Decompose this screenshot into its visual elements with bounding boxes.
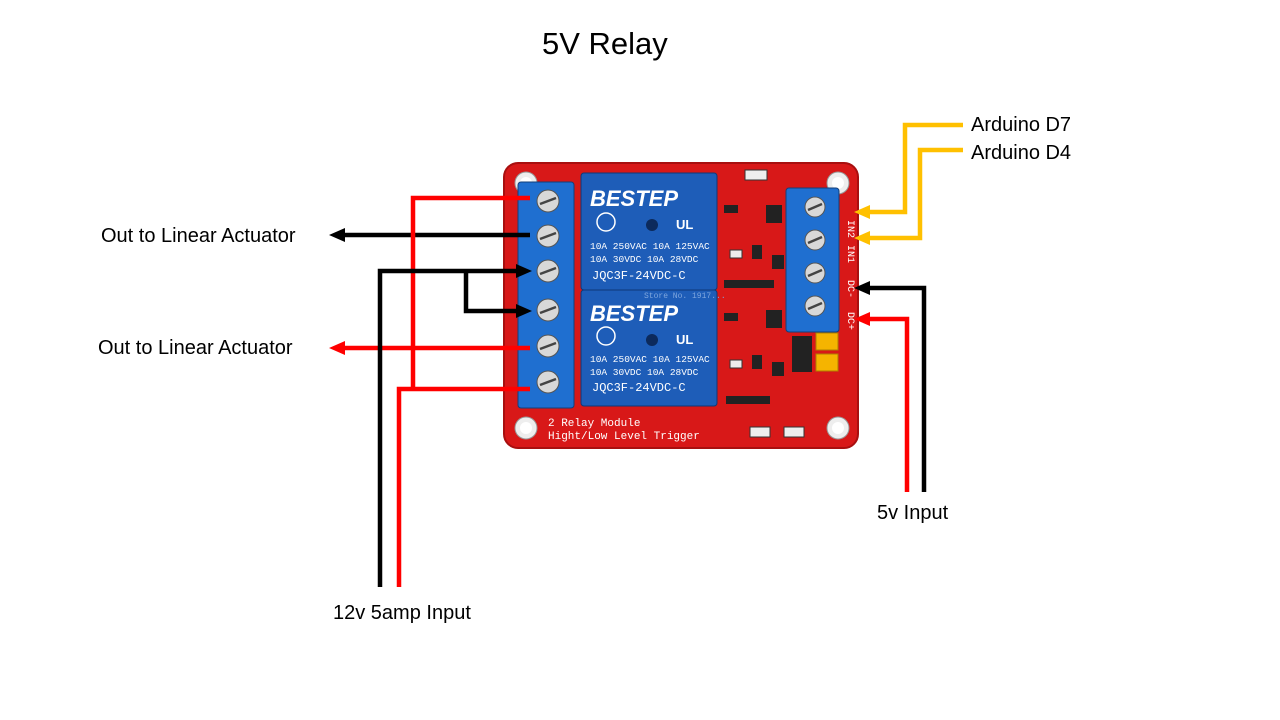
wire-12v-negative xyxy=(377,268,516,587)
arrowhead-output-top xyxy=(329,228,345,242)
label-12v-input: 12v 5amp Input xyxy=(333,602,471,624)
pin-label-in1: IN1 xyxy=(844,245,855,263)
label-arduino-d4: Arduino D4 xyxy=(971,142,1072,164)
wire-arduino-d7 xyxy=(870,122,963,215)
pin-label-dc-minus: DC- xyxy=(844,280,855,298)
store-mark: Store No. 1917... xyxy=(644,292,726,301)
relay-top-rating-2: 10A 30VDC 10A 28VDC xyxy=(590,254,699,265)
smd-components xyxy=(724,169,805,438)
terminal-screw xyxy=(536,189,560,213)
relay-top-rating-1: 10A 250VAC 10A 125VAC xyxy=(590,241,710,252)
wire-arduino-d4 xyxy=(870,147,963,241)
arrowhead-dc-minus xyxy=(854,281,870,295)
arrowhead-output-bottom xyxy=(329,341,345,355)
arrowhead-12v-bottom xyxy=(516,304,532,318)
pin-label-dc-plus: DC+ xyxy=(844,312,855,330)
svg-text:UL: UL xyxy=(676,217,693,232)
relay-bottom-model: JQC3F-24VDC-C xyxy=(592,381,686,395)
relay-bottom: Store No. 1917... BESTEP UL 10A 250VAC 1… xyxy=(580,289,726,407)
svg-text:UL: UL xyxy=(676,332,693,347)
arrowhead-d7 xyxy=(854,205,870,219)
label-out-actuator-bottom: Out to Linear Actuator xyxy=(98,337,293,359)
label-arduino-d7: Arduino D7 xyxy=(971,114,1072,136)
trigger-jumpers xyxy=(792,332,839,372)
diagram-title: 5V Relay xyxy=(542,26,668,61)
terminal-screw xyxy=(536,334,560,358)
module-trigger-text: Hight/Low Level Trigger xyxy=(548,431,700,443)
terminal-screw xyxy=(804,196,826,218)
output-terminal-block xyxy=(517,181,575,409)
arrowhead-12v-top xyxy=(516,264,532,278)
relay-bottom-rating-1: 10A 250VAC 10A 125VAC xyxy=(590,354,710,365)
label-5v-input: 5v Input xyxy=(877,502,949,524)
wire-5v-positive xyxy=(870,316,910,492)
terminal-screw xyxy=(804,262,826,284)
relay-top-model: JQC3F-24VDC-C xyxy=(592,269,686,283)
relay-bottom-brand: BESTEP xyxy=(590,301,678,326)
relay-module-board: BESTEP UL 10A 250VAC 10A 125VAC 10A 30VD… xyxy=(503,162,859,449)
terminal-screw xyxy=(536,370,560,394)
relay-top: BESTEP UL 10A 250VAC 10A 125VAC 10A 30VD… xyxy=(580,172,718,291)
pin-label-in2: IN2 xyxy=(844,220,855,238)
label-out-actuator-top: Out to Linear Actuator xyxy=(101,225,296,247)
terminal-screw xyxy=(804,295,826,317)
wire-5v-negative xyxy=(870,285,927,492)
arrowhead-d4 xyxy=(854,231,870,245)
wire-12v-positive xyxy=(396,195,530,587)
relay-top-brand: BESTEP xyxy=(590,186,678,211)
control-terminal-block xyxy=(785,187,840,333)
relay-bottom-rating-2: 10A 30VDC 10A 28VDC xyxy=(590,367,699,378)
arrowhead-dc-plus xyxy=(854,312,870,326)
mounting-hole-br xyxy=(826,416,850,440)
terminal-screw xyxy=(804,229,826,251)
terminal-screw xyxy=(536,259,560,283)
terminal-screw xyxy=(536,224,560,248)
terminal-screw xyxy=(536,298,560,322)
mounting-hole-bl xyxy=(514,416,538,440)
module-name-text: 2 Relay Module xyxy=(548,418,640,430)
